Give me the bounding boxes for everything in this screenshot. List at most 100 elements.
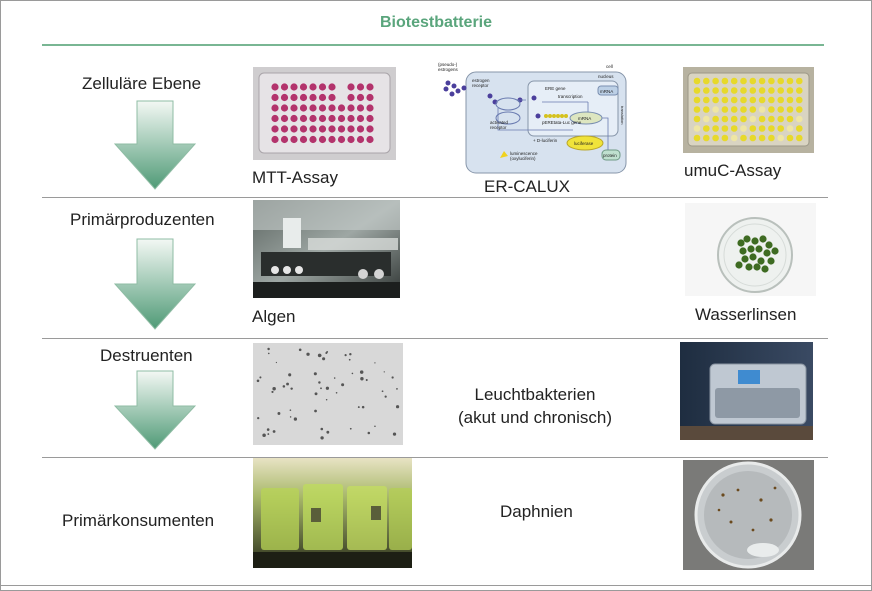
mtt-well	[299, 135, 308, 144]
mtt-well	[318, 93, 327, 102]
er-label-nucleus: nucleus	[598, 74, 614, 79]
micro-particle	[256, 379, 260, 383]
mtt-well	[328, 93, 336, 102]
umuc-well	[786, 125, 794, 132]
micro-particle	[325, 386, 330, 390]
micro-particle	[288, 373, 292, 377]
umuc-well	[730, 87, 738, 94]
micro-particle	[344, 354, 347, 357]
umuc-well	[730, 106, 738, 113]
mtt-well	[318, 125, 327, 133]
test-label-mtt: MTT-Assay	[252, 168, 338, 187]
mtt-well	[356, 93, 365, 102]
umuc-well	[730, 134, 738, 142]
er-label-ere-gene: ERE gene	[545, 86, 566, 91]
duckweed-frond	[765, 241, 773, 249]
mtt-well	[299, 93, 308, 102]
mtt-well	[366, 104, 374, 112]
umuc-well	[786, 96, 794, 104]
mtt-well	[328, 104, 336, 112]
umuc-well	[768, 106, 775, 113]
umuc-well	[749, 77, 757, 85]
mtt-assay-photo	[253, 67, 396, 160]
daphnia-beakers-photo	[253, 458, 412, 568]
micro-particle	[267, 352, 270, 355]
mtt-well	[280, 93, 289, 102]
mtt-well	[290, 83, 298, 91]
duckweed-frond	[737, 239, 745, 247]
test-label-acute-chronic: (akut und chronisch)	[457, 408, 613, 427]
micro-particle	[349, 427, 352, 430]
umuc-well	[758, 87, 766, 94]
umuc-well	[703, 115, 710, 123]
er-label-activated-1: activated	[490, 120, 509, 125]
umuc-well	[730, 96, 738, 104]
duckweed-frond	[771, 247, 779, 255]
mtt-well	[290, 114, 298, 123]
er-label-d-luciferin: + D-luciferin	[533, 138, 558, 143]
micro-particle	[272, 387, 276, 391]
umuc-well	[712, 125, 719, 132]
micro-particle	[257, 416, 260, 420]
micro-particle	[306, 352, 310, 356]
umuc-well	[740, 115, 747, 123]
micro-particle	[290, 387, 293, 390]
duckweed-frond	[763, 249, 771, 257]
micro-particle	[395, 405, 400, 409]
test-label-daphnia: Daphnien	[500, 502, 573, 521]
umuc-assay-photo	[683, 67, 814, 153]
micro-particle	[272, 430, 276, 433]
duckweed-frond	[749, 253, 757, 261]
mtt-well	[366, 93, 374, 102]
umuc-well	[703, 125, 710, 132]
umuc-well	[777, 96, 784, 104]
micro-particle	[289, 416, 292, 418]
mtt-well	[299, 83, 308, 91]
micro-particle	[262, 433, 266, 438]
mtt-well	[318, 104, 327, 112]
mtt-well	[271, 104, 279, 112]
umuc-well	[721, 77, 729, 85]
umuc-well	[777, 134, 784, 142]
duckweed-photo	[685, 203, 816, 296]
umuc-well	[758, 96, 766, 104]
micro-particle	[381, 390, 384, 393]
micro-particle	[383, 371, 385, 373]
test-label-luminescent-bacteria: Leuchtbakterien	[474, 385, 596, 404]
er-label-receptor-1: estrogen	[472, 78, 490, 83]
duckweed-frond	[751, 237, 759, 245]
mtt-well	[290, 125, 298, 133]
micro-particle	[359, 370, 364, 374]
algae-lab-photo	[253, 200, 400, 298]
mtt-well	[299, 114, 308, 123]
mtt-well	[280, 83, 289, 91]
down-arrow-icon	[114, 370, 196, 450]
umuc-well	[749, 115, 757, 123]
level-label-decomposers: Destruenten	[100, 346, 193, 365]
er-label-mrna: mRNA	[578, 116, 591, 121]
umuc-well	[777, 125, 784, 132]
umuc-well	[786, 106, 794, 113]
row-divider-3	[42, 457, 828, 458]
micro-particle	[333, 377, 336, 379]
daphnia-dish-photo	[683, 460, 814, 570]
umuc-well	[703, 134, 710, 142]
umuc-well	[749, 87, 757, 94]
umuc-well	[740, 77, 747, 85]
umuc-well	[740, 125, 747, 132]
duckweed-frond	[743, 235, 751, 243]
duckweed-frond	[745, 263, 753, 271]
mtt-well	[328, 114, 336, 123]
micro-particle	[325, 398, 328, 401]
row-divider-2	[42, 338, 828, 339]
micro-particle	[357, 406, 360, 409]
umuc-well	[693, 96, 701, 104]
micro-particle	[322, 357, 326, 361]
level-label-primary-producers: Primärproduzenten	[70, 210, 215, 229]
bottom-rule	[0, 585, 872, 586]
micro-particle	[374, 362, 376, 364]
umuc-well	[758, 115, 766, 123]
umuc-well	[703, 77, 710, 85]
er-label-protein: protein	[603, 153, 617, 158]
decomposers-micrograph	[253, 343, 403, 445]
